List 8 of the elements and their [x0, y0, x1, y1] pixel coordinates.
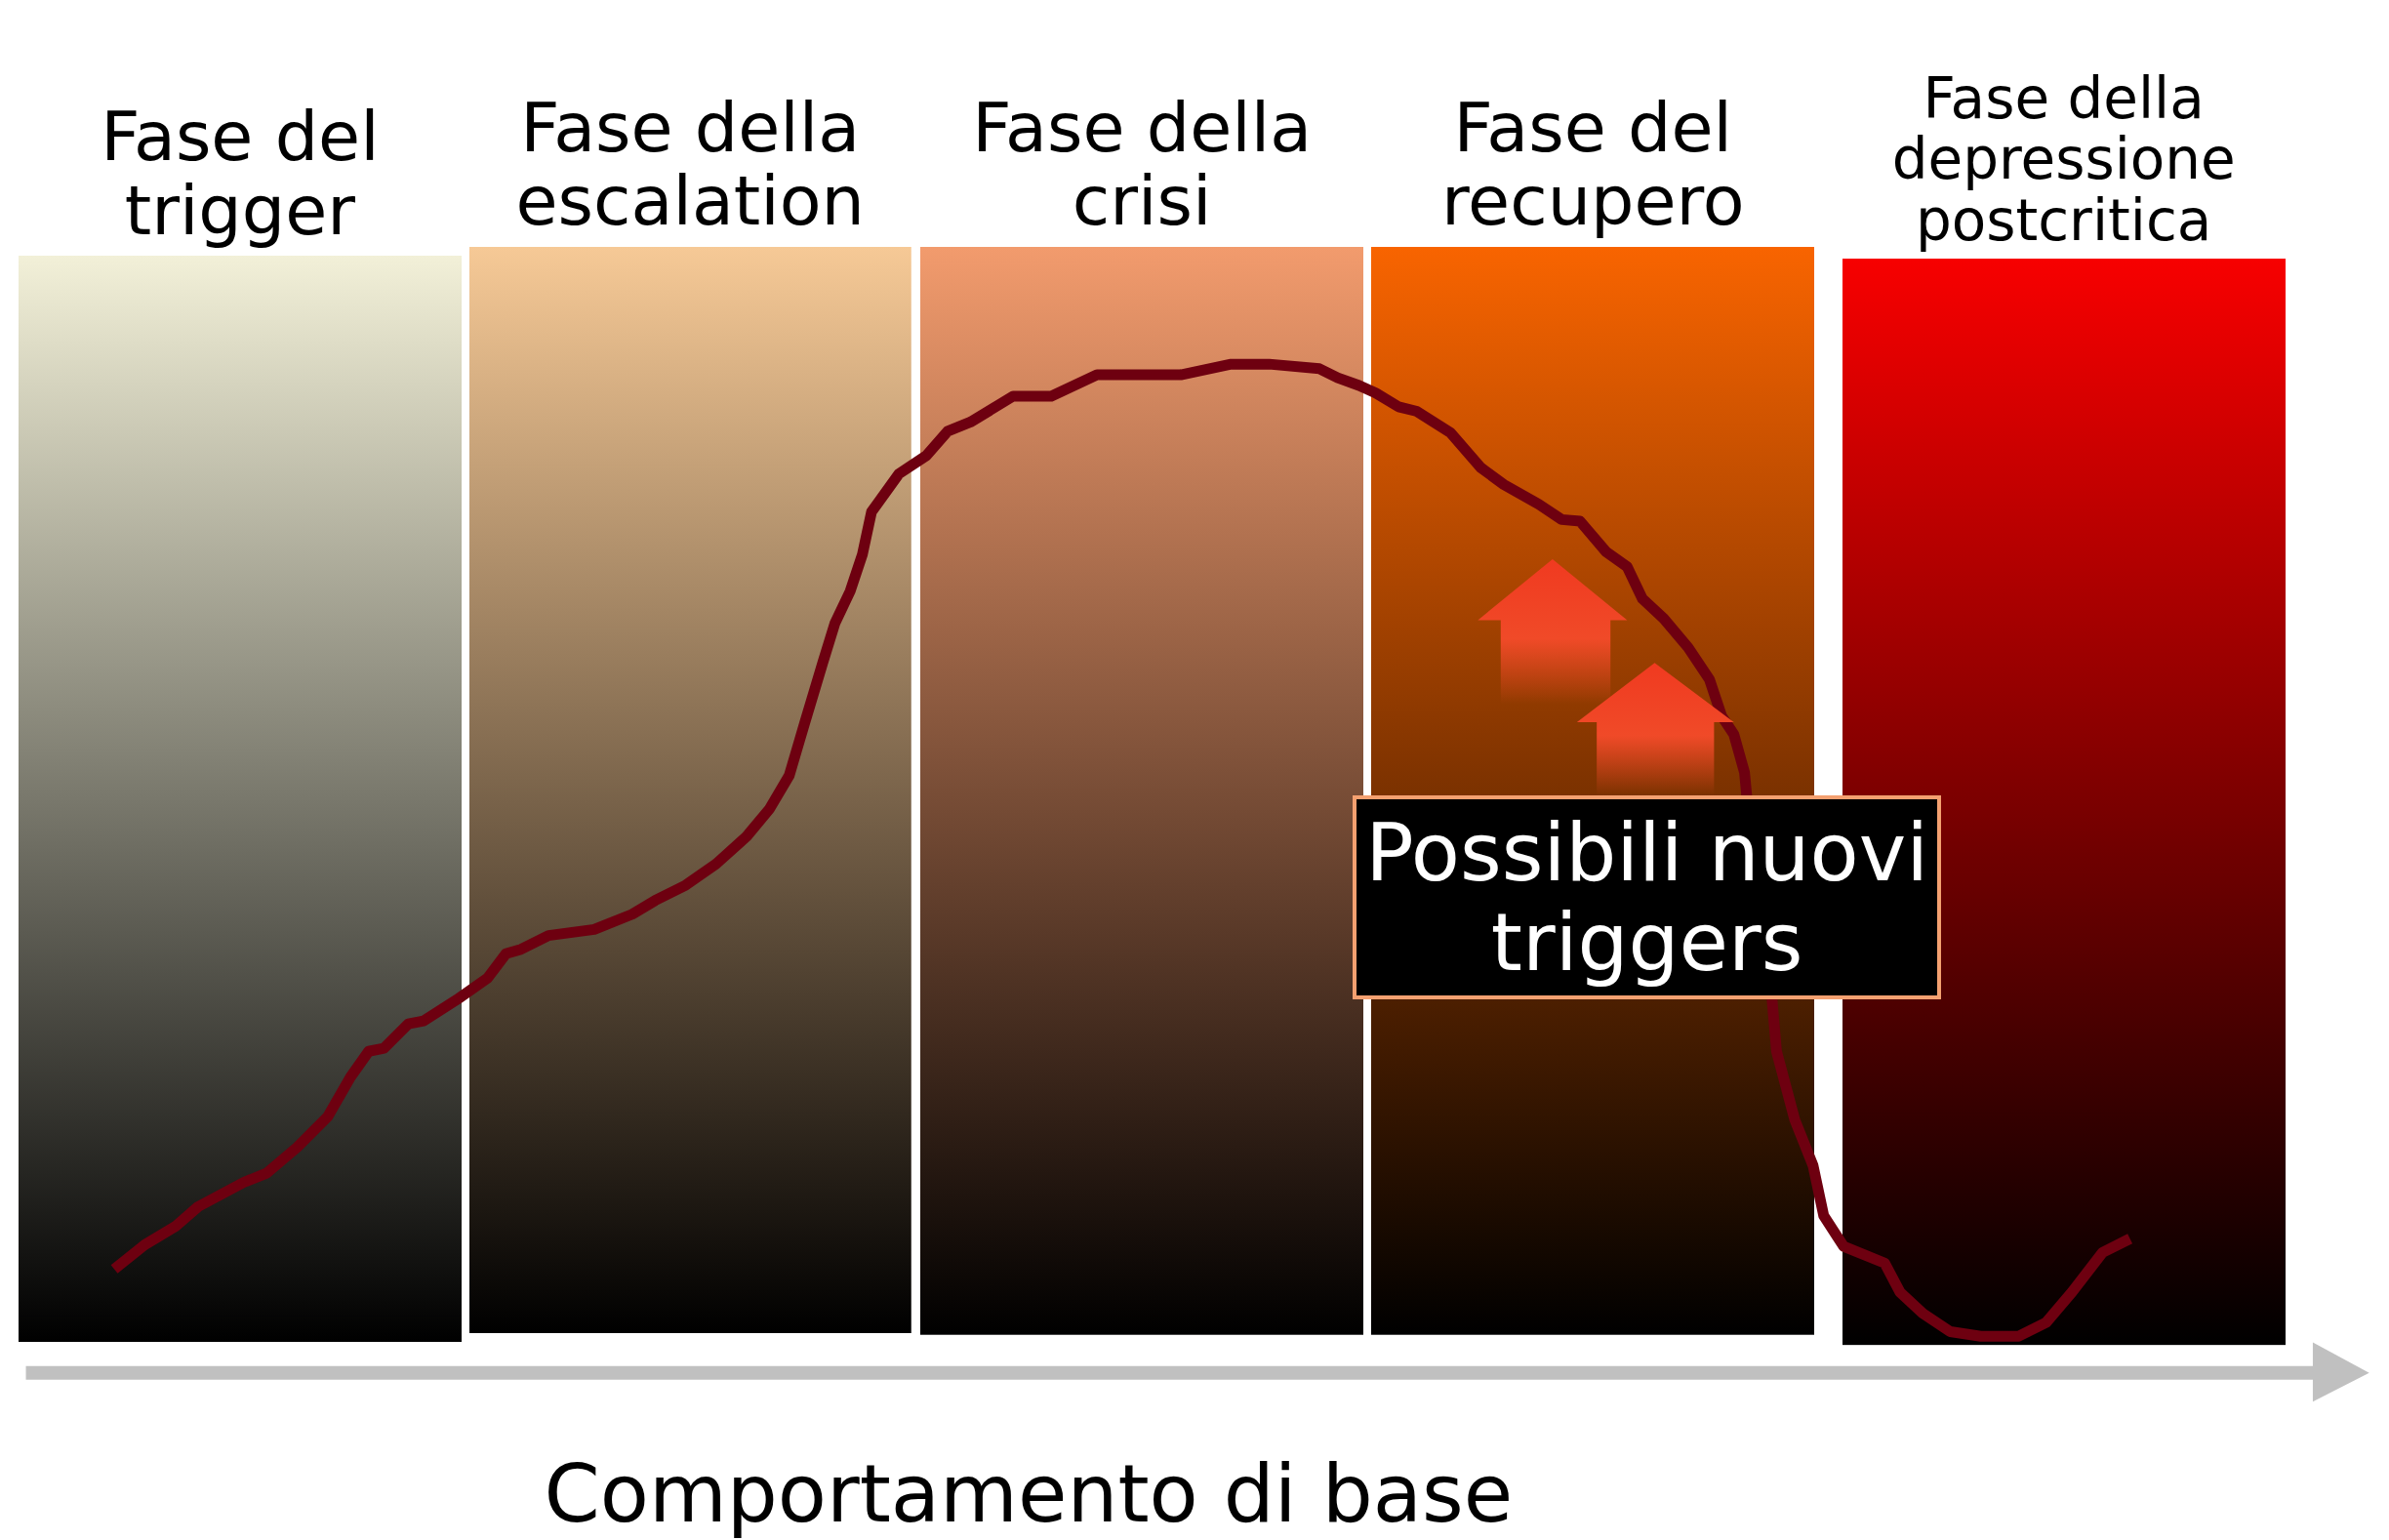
phase-title: Fase della escalation — [514, 91, 866, 244]
phase-title: Fase della depressione postcritica — [1890, 67, 2237, 256]
axis-label: Comportamento di base — [543, 1447, 1515, 1540]
phase-title: Fase della crisi — [971, 91, 1314, 244]
callout-text: Possibili nuovi triggers — [1364, 807, 1930, 988]
callout-box — [1353, 794, 1941, 1000]
phase-title: Fase del trigger — [100, 101, 381, 253]
phase-title: Fase del recupero — [1439, 91, 1746, 244]
